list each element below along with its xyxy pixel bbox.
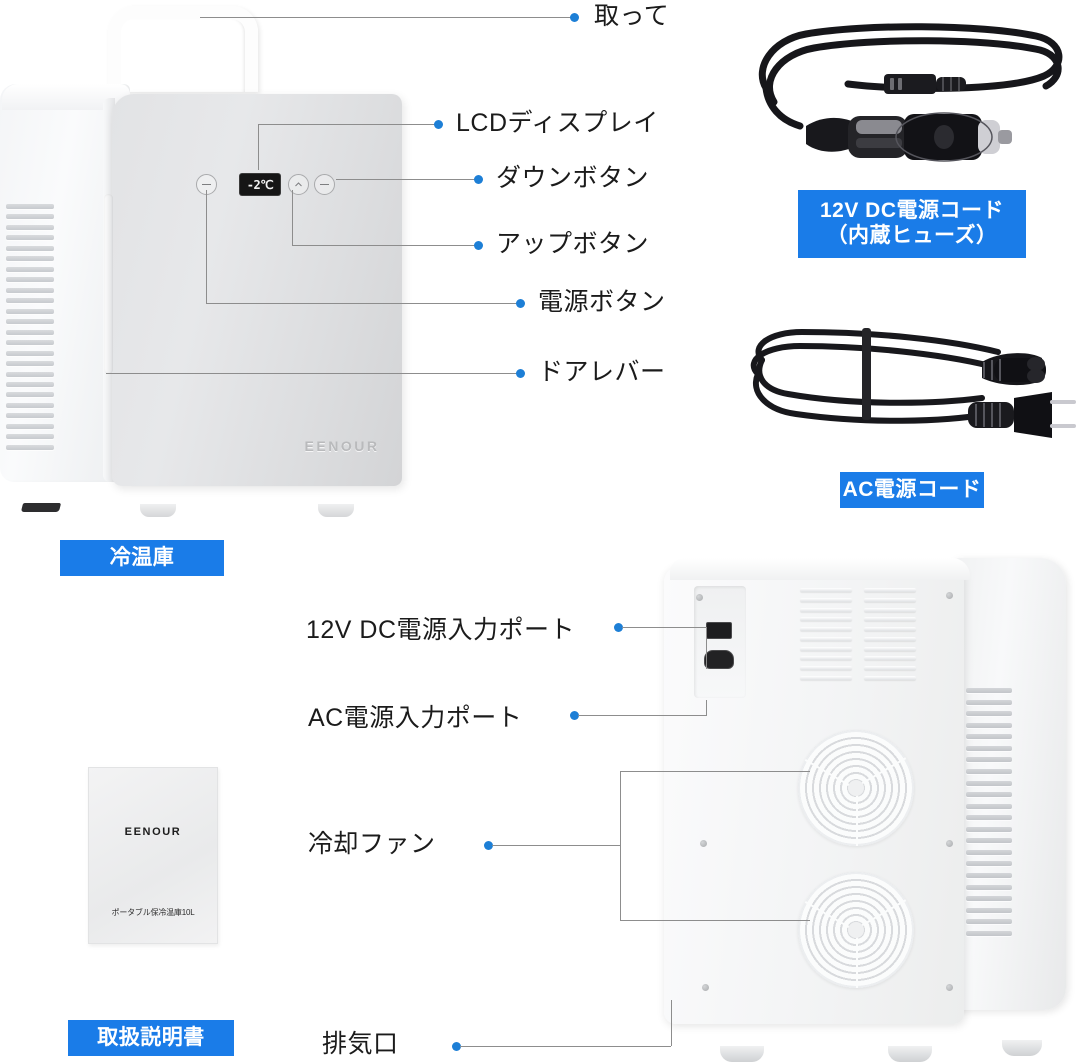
rear-foot-left (720, 1046, 764, 1062)
dot-ac-port (570, 711, 579, 720)
callout-down-button-label: ダウンボタン (496, 164, 650, 192)
callout-handle-label: 取って (594, 2, 670, 30)
cooling-fan-upper (798, 730, 914, 846)
callout-up-button-label: アップボタン (496, 230, 650, 258)
fridge-door: EENOUR (112, 94, 402, 486)
dot-power-button (516, 299, 525, 308)
dc-input-port[interactable] (706, 622, 732, 639)
iec-c7-connector (982, 353, 1046, 386)
instruction-manual: EENOUR ポータブル保冷温庫10L (88, 767, 218, 944)
rear-foot-right (888, 1046, 932, 1062)
side-vent-slots (6, 204, 54, 450)
cable-tie (862, 328, 871, 420)
leader-lcd-horizontal (258, 124, 436, 125)
door-lever[interactable] (104, 194, 113, 374)
leader-up-vertical (292, 190, 293, 245)
manual-subtitle: ポータブル保冷温庫10L (111, 908, 195, 917)
ac-wall-plug (968, 392, 1076, 438)
down-button[interactable] (314, 174, 335, 195)
carry-handle (108, 6, 258, 92)
dot-dc-port (614, 623, 623, 632)
screw-mid-right (946, 840, 953, 847)
dot-cooling-fan (484, 841, 493, 850)
dc-female-connector (884, 74, 966, 94)
callout-ac-port-label: AC電源入力ポート (308, 704, 523, 732)
rear-foot-dark (20, 503, 62, 512)
callout-door-lever-label: ドアレバー (538, 358, 666, 386)
leader-dc-port-horizontal (622, 627, 706, 628)
leader-up-horizontal (292, 245, 476, 246)
exhaust-louver-right (864, 588, 916, 680)
front-foot-right (318, 504, 354, 517)
leader-dc-port-vertical (706, 627, 707, 669)
leader-cooling-fan-top (620, 771, 810, 772)
leader-ac-port-vertical (706, 700, 707, 716)
screw-top-left (696, 594, 703, 601)
callout-dc-port-label: 12V DC電源入力ポート (306, 616, 576, 644)
lcd-display: -2℃ (240, 174, 280, 195)
front-foot-left (140, 504, 176, 517)
leader-exhaust-horizontal (460, 1046, 671, 1047)
callout-power-button-label: 電源ボタン (538, 288, 666, 316)
rear-foot-side (1002, 1040, 1042, 1056)
screw-top-right (946, 592, 953, 599)
callout-exhaust-label: 排気口 (322, 1030, 399, 1058)
badge-manual: 取扱説明書 (68, 1020, 234, 1056)
leader-lcd-vertical (258, 124, 259, 170)
up-button[interactable] (288, 174, 309, 195)
chevron-up-icon (295, 182, 302, 187)
exhaust-louver-left (800, 588, 852, 680)
dot-down-button (474, 175, 483, 184)
fridge-front-view: EENOUR -2℃ (0, 6, 420, 517)
leader-cooling-fan-bottom (620, 920, 810, 921)
badge-dc-cord: 12V DC電源コード （内蔵ヒューズ） (798, 190, 1026, 258)
cooling-fan-lower (798, 872, 914, 988)
door-brand-logo: EENOUR (304, 438, 380, 454)
callout-cooling-fan-label: 冷却ファン (308, 830, 436, 858)
leader-door-lever (106, 373, 518, 374)
ac-power-cord-image (736, 318, 1076, 458)
dc-power-cord-image (744, 10, 1074, 170)
dot-handle (570, 13, 579, 22)
rear-side-vents (966, 688, 1012, 936)
manual-brand-logo: EENOUR (124, 826, 182, 838)
dot-door-lever (516, 369, 525, 378)
leader-power-vertical (206, 190, 207, 303)
leader-power-horizontal (206, 303, 518, 304)
port-recess (694, 586, 746, 698)
leader-handle (200, 17, 572, 18)
screw-bottom-right (946, 984, 953, 991)
callout-lcd-label: LCDディスプレイ (456, 109, 659, 137)
leader-cooling-fan-bracket (620, 771, 621, 921)
dot-up-button (474, 241, 483, 250)
dot-exhaust (452, 1042, 461, 1051)
badge-fridge: 冷温庫 (60, 540, 224, 576)
leader-exhaust-vertical (671, 1000, 672, 1046)
fridge-rear-view (650, 552, 1070, 1062)
cigarette-lighter-plug (806, 112, 1012, 162)
leader-cooling-fan-stem (492, 845, 620, 846)
badge-dc-cord-line2: （内蔵ヒューズ） (826, 224, 998, 247)
leader-ac-port-horizontal (578, 715, 706, 716)
screw-bottom-left (702, 984, 709, 991)
leader-down-button (336, 179, 476, 180)
badge-dc-cord-line1: 12V DC電源コード (819, 199, 1005, 223)
ac-input-port[interactable] (704, 650, 734, 669)
dot-lcd (434, 120, 443, 129)
badge-ac-cord: AC電源コード (840, 472, 984, 508)
rear-top-lip (670, 558, 970, 580)
screw-mid-left (700, 840, 707, 847)
